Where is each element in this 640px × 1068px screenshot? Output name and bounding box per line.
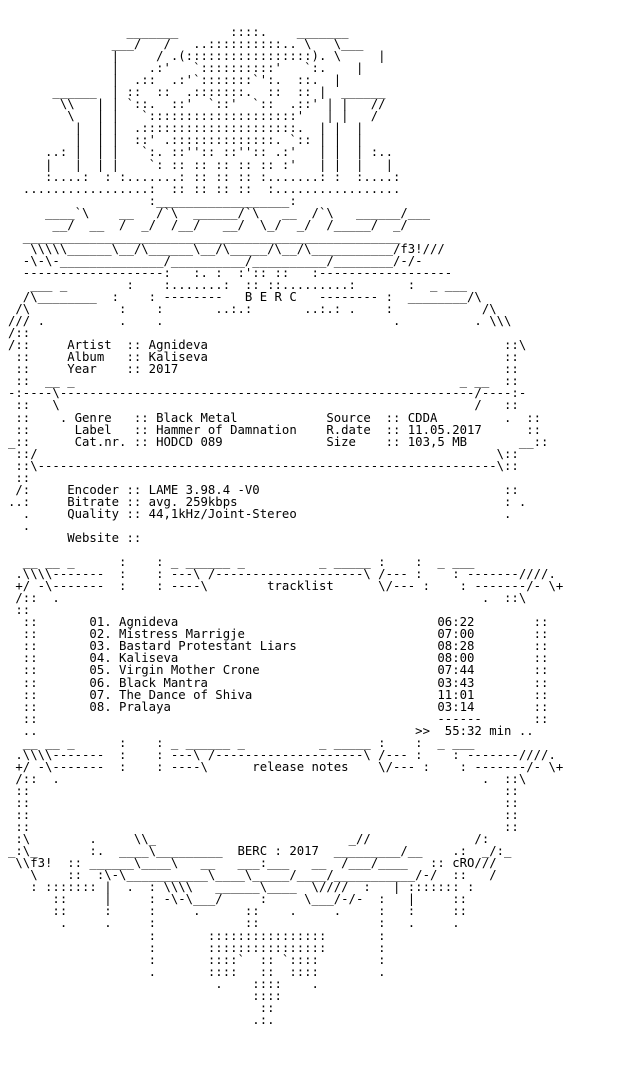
- nfo-line: :: | : -\-\___/ : \___/-/- : | ::: [8, 892, 468, 907]
- nfo-line: :: 04. Kaliseva 08:00 ::: [8, 651, 549, 666]
- nfo-line: /:: Artist :: Agnideva ::\: [8, 338, 527, 353]
- nfo-line: ________________________________________…: [8, 229, 401, 244]
- nfo-line: :__________________:: [8, 193, 297, 208]
- nfo-line: /\ : : ..:.: ..:.: . : /\: [8, 302, 497, 317]
- nfo-line: :: 03. Bastard Protestant Liars 08:28 ::: [8, 639, 549, 654]
- nfo-line: .:.: [8, 1012, 275, 1027]
- nfo-line: . :::: :: :::: .: [8, 964, 386, 979]
- nfo-line: _______ ::::. _______: [8, 25, 349, 39]
- nfo-line: : :::::::::::::::: :: [8, 928, 386, 943]
- nfo-line: \\\\\______\__/\______\__/\_____/\__/\__…: [8, 241, 445, 256]
- nfo-line: | | | .:::::::::::::::::::::. | | |: [8, 121, 364, 136]
- nfo-line: /:: . . ::\: [8, 591, 527, 606]
- nfo-line: :: ::: [8, 808, 519, 823]
- nfo-line: . . : :: : . .: [8, 916, 460, 931]
- nfo-line: :: 02. Mistress Marrigje 07:00 ::: [8, 627, 549, 642]
- nfo-line: ____`\ __ /`\ ______/`\ __ /`\ ______/__…: [8, 205, 430, 220]
- nfo-line: : ::::` :: `:::: :: [8, 952, 386, 967]
- nfo-line: :....: : :.......: :: :: :: :.......: : …: [8, 169, 401, 184]
- nfo-line: __ __ _ : : _ ______ _ _ _____ : : _ ___: [8, 555, 475, 570]
- nfo-art-text: _______ ::::. _______ ___/ / ..:::::::::…: [8, 26, 563, 1026]
- nfo-line: /\________ : : -------- B E R C --------…: [8, 290, 482, 305]
- nfo-line: .: [8, 518, 31, 533]
- nfo-line: \\ | | `::. ::' `::' `:: .::' | | //: [8, 97, 386, 112]
- nfo-line: ::\-------------------------------------…: [8, 458, 519, 473]
- nfo-line: :: ------ ::: [8, 711, 549, 726]
- nfo-line: ::: [8, 1000, 275, 1015]
- nfo-line: :: . Genre :: Black Metal Source :: CDDA…: [8, 410, 542, 425]
- nfo-line: :: : : . :: . . : : ::: [8, 904, 468, 919]
- nfo-line: ______ | :: :: .:::::::. :: :: | ______: [8, 85, 386, 100]
- nfo-line: _:: Cat.nr. :: HODCD 089 Size :: 103,5 M…: [8, 434, 549, 449]
- nfo-line: /// . . . . . \\\: [8, 314, 512, 329]
- nfo-line: .................: :: :: :: :: :........…: [8, 181, 401, 196]
- nfo-line: . Quality :: 44,1kHz/Joint-Stereo .: [8, 506, 512, 521]
- nfo-line: ::/ \::: [8, 446, 519, 461]
- nfo-line: -------------------: :. : :':: :: :-----…: [8, 265, 453, 280]
- nfo-line: ___ _ : :.......: :: ::.........: : _ __…: [8, 277, 468, 292]
- nfo-line: \ :: :\-\___________\____\_____/____/___…: [8, 868, 497, 883]
- nfo-line: . :::: .: [8, 976, 319, 991]
- nfo-line: +/ -\------- : : ----\ tracklist \/--- :…: [8, 579, 564, 594]
- nfo-line: -:----\---------------------------------…: [8, 386, 527, 401]
- nfo-line: :: 07. The Dance of Shiva 11:01 ::: [8, 687, 549, 702]
- nfo-line: ___/ / ..::::::::::.. \ \___: [8, 37, 364, 52]
- nfo-line: | / .(:::::::::::::::::). \ |: [8, 49, 386, 64]
- nfo-line: ::: [8, 603, 31, 618]
- nfo-line: ..: Bitrate :: avg. 259kbps : .: [8, 494, 527, 509]
- nfo-line: Website ::: [8, 530, 142, 545]
- nfo-line: -\-\-______________/__________/_________…: [8, 253, 423, 268]
- nfo-line: ::::: [8, 988, 282, 1003]
- nfo-line: :: Year :: 2017 ::: [8, 362, 519, 377]
- nfo-line: :: 01. Agnideva 06:22 ::: [8, 615, 549, 630]
- nfo-line: : :::::::::::::::: :: [8, 940, 386, 955]
- nfo-line: :: \ / ::: [8, 398, 519, 413]
- nfo-line: :: 05. Virgin Mother Crone 07:44 ::: [8, 663, 549, 678]
- nfo-line: :: 06. Black Mantra 03:43 ::: [8, 675, 549, 690]
- nfo-line: :: ::: [8, 783, 519, 798]
- nfo-line: /:: . . ::\: [8, 771, 527, 786]
- nfo-line: | | | | `: :: :: :: :: :: :' | | | |: [8, 157, 393, 172]
- nfo-line: .. >> 55:32 min ..: [8, 723, 534, 738]
- nfo-line: :: ::: [8, 796, 519, 810]
- nfo-line: ..: | | | `:. ::'':: ::'':: .:' | | | :.…: [8, 145, 393, 160]
- nfo-line: : ::::::: | . : \\\\ ______\____ \//// :…: [8, 880, 475, 895]
- nfo-line: | .:' `::::::::::' `:. |: [8, 61, 364, 76]
- nfo-line: .\\\\------- : : ---\ /-----------------…: [8, 747, 556, 762]
- nfo-line: /: Encoder :: LAME 3.98.4 -V0 ::: [8, 482, 519, 497]
- nfo-line: _:\_ :. ____\_________ BERC : 2017 _____…: [8, 844, 512, 859]
- nfo-line: :: Label :: Hammer of Damnation R.date :…: [8, 422, 542, 437]
- nfo-line: :: ::: [8, 820, 519, 835]
- nfo-line: :: __ _ _ __ ::: [8, 374, 519, 389]
- nfo-line: /::: [8, 326, 31, 341]
- nfo-line: | .:: .:'`:::::::`':. ::. |: [8, 73, 342, 88]
- nfo-line: :\ . \\_ _// /:: [8, 832, 490, 847]
- nfo-line: .\\\\------- : : ---\ /-----------------…: [8, 567, 556, 582]
- nfo-line: :: 08. Pralaya 03:14 ::: [8, 699, 549, 714]
- nfo-line: :: Album :: Kaliseva ::: [8, 350, 519, 365]
- nfo-line: +/ -\------- : : ----\ release notes \/-…: [8, 759, 564, 774]
- nfo-line: __/ __ / _/ /__/ __/ \_/ _/ /_____/ _/: [8, 217, 408, 232]
- nfo-line: \ | | `::::::::::::::::::::' | | /: [8, 109, 379, 124]
- nfo-line: ::: [8, 470, 31, 485]
- nfo-line: __ __ _ : : _ ______ _ _ _____ : : _ ___: [8, 735, 475, 750]
- nfo-line: \\f3! :: ______\____\ __ ___:___ __ /___…: [8, 856, 497, 871]
- nfo-line: | | | ::' .::::::::::::::. `:: | | |: [8, 133, 364, 148]
